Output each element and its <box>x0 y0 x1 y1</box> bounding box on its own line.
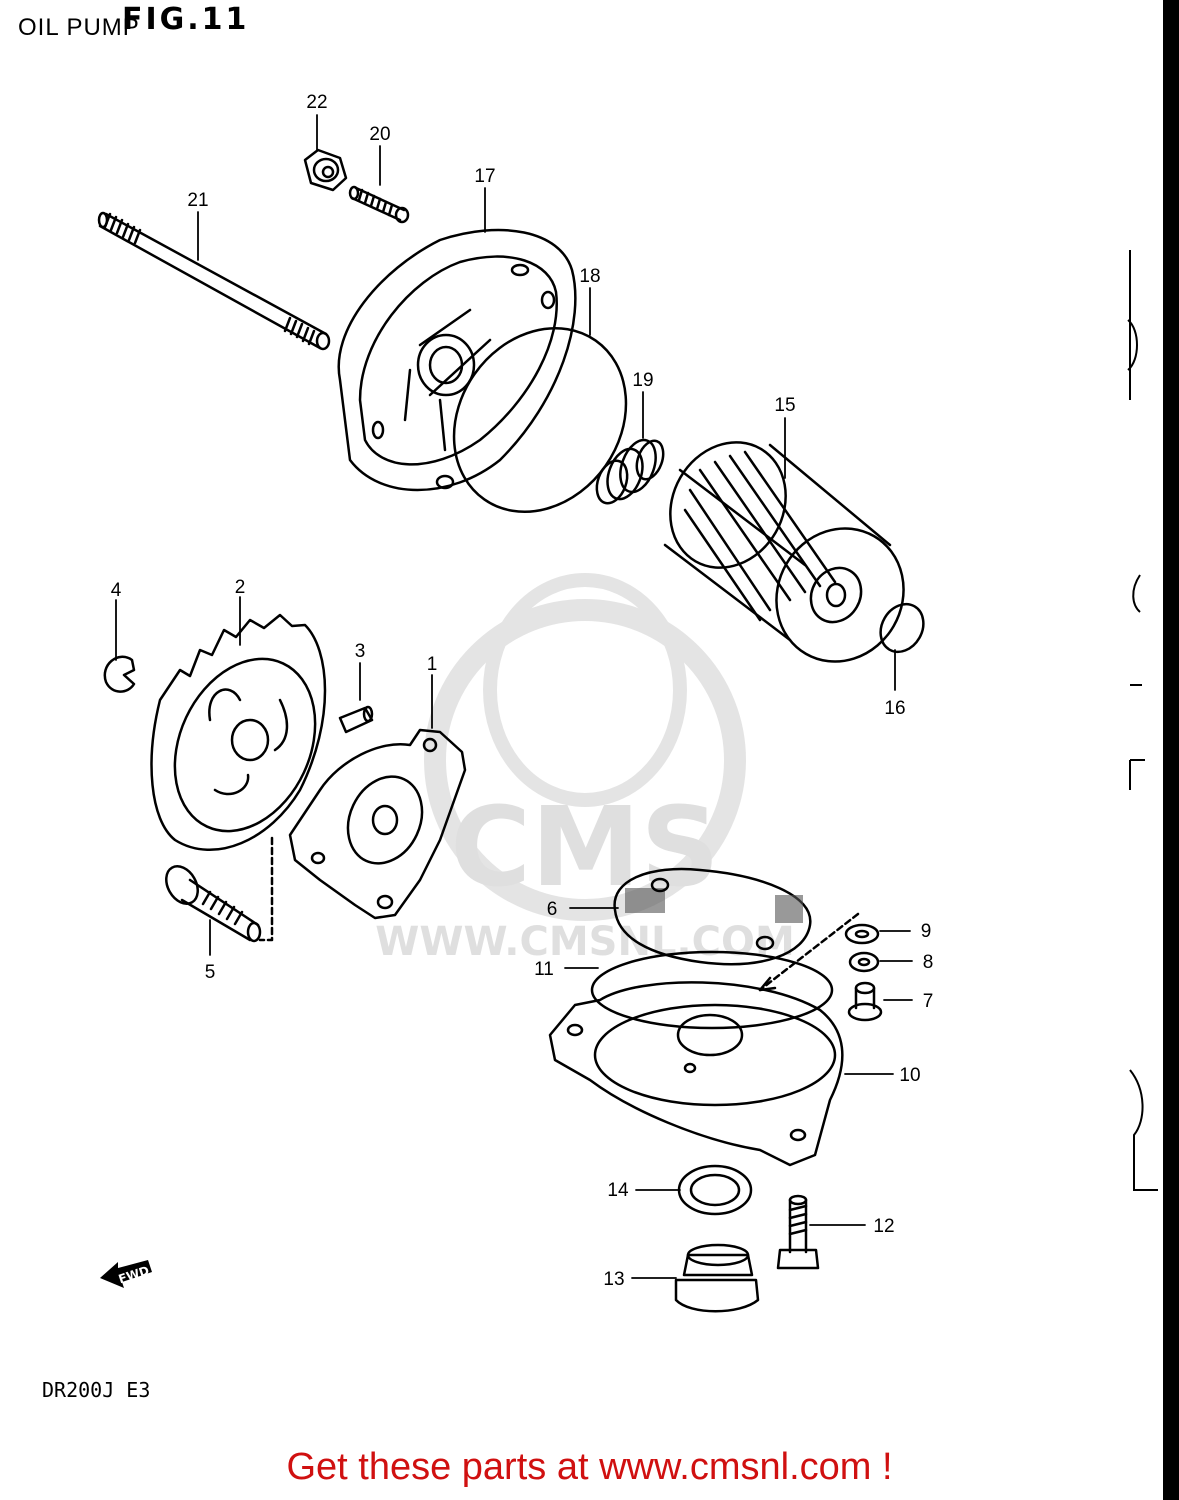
part-8-washer <box>848 951 880 973</box>
label-part-12: 12 <box>873 1216 894 1237</box>
scan-artifacts <box>1127 250 1158 1191</box>
page-title: OIL PUMP <box>18 14 140 41</box>
part-4-circlip <box>103 655 136 693</box>
label-part-16: 16 <box>884 698 905 719</box>
assembly-guide-line <box>258 836 274 942</box>
label-part-5: 5 <box>205 962 216 983</box>
part-3-pin <box>338 705 374 734</box>
label-part-6: 6 <box>547 899 558 920</box>
label-part-10: 10 <box>899 1065 920 1086</box>
label-part-11: 11 <box>534 959 554 980</box>
label-part-18: 18 <box>579 266 600 287</box>
footer-link[interactable]: Get these parts at www.cmsnl.com ! <box>286 1446 893 1488</box>
label-part-1: 1 <box>427 654 438 675</box>
label-part-21: 21 <box>187 190 208 211</box>
part-21-stud <box>97 211 331 351</box>
fwd-label: FWD <box>117 1263 151 1286</box>
leader-lines <box>115 114 913 1279</box>
label-part-8: 8 <box>923 952 934 973</box>
model-code: DR200J E3 <box>42 1378 151 1402</box>
label-part-2: 2 <box>235 577 246 598</box>
part-9-washer <box>844 923 880 945</box>
part-13-drain-plug <box>674 1243 760 1313</box>
label-part-20: 20 <box>369 124 390 145</box>
label-part-15: 15 <box>774 395 795 416</box>
label-part-19: 19 <box>632 370 653 391</box>
guide-line <box>758 912 860 992</box>
part-14-gasket <box>677 1164 753 1216</box>
scan-border <box>1163 0 1179 1500</box>
figure-title: FIG.11 <box>122 2 250 37</box>
label-part-3: 3 <box>355 641 366 662</box>
label-part-22: 22 <box>306 92 327 113</box>
label-part-4: 4 <box>111 580 122 601</box>
part-5-screw <box>165 865 262 943</box>
watermark-brand: CMS <box>450 783 719 911</box>
forward-direction-arrow: FWD <box>100 1260 152 1288</box>
part-20-stud <box>348 185 410 224</box>
part-17-filter-cap <box>337 228 577 492</box>
label-part-14: 14 <box>607 1180 629 1201</box>
part-19-spring <box>595 438 665 505</box>
part-16-o-ring <box>879 602 925 654</box>
part-10-strainer-cover <box>548 981 844 1167</box>
watermark-url: WWW.CMSNL.COM <box>375 919 795 965</box>
part-number-labels: 22 20 17 21 18 19 15 16 4 2 3 1 5 6 11 9… <box>111 92 934 1290</box>
part-15-oil-filter <box>663 441 905 663</box>
part-11-o-ring <box>590 950 834 1030</box>
part-7-bolt <box>847 981 883 1022</box>
part-2-oil-pump-drive-gear <box>150 613 327 851</box>
part-22-nut <box>303 148 348 192</box>
part-18-o-ring <box>452 326 628 514</box>
label-part-17: 17 <box>474 166 495 187</box>
label-part-9: 9 <box>921 921 932 942</box>
part-12-bolt <box>776 1194 820 1270</box>
part-1-oil-pump-body <box>288 728 467 920</box>
label-part-13: 13 <box>603 1269 624 1290</box>
cms-watermark: CMS WWW.CMSNL.COM <box>375 573 795 965</box>
label-part-7: 7 <box>923 991 934 1012</box>
